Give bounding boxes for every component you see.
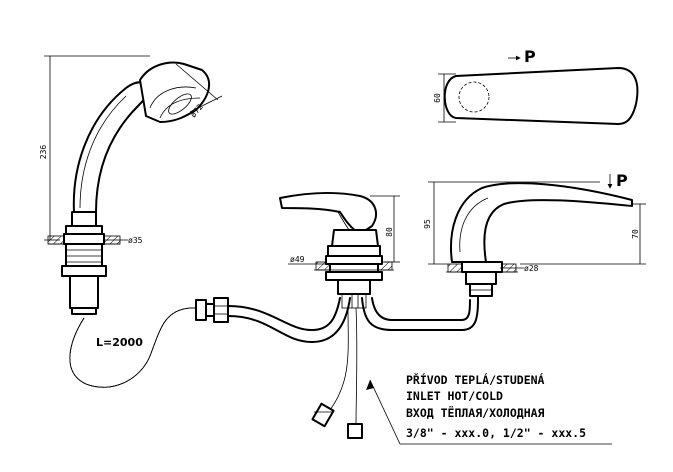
dim-spout-outlet-height: 70 bbox=[631, 229, 640, 239]
dim-spout-height: 95 bbox=[423, 219, 432, 229]
dim-mixer-base: ø49 bbox=[290, 255, 305, 264]
dim-spout-base: ø28 bbox=[524, 264, 539, 273]
hand-shower: 236 ø72 ø35 bbox=[39, 55, 223, 315]
pressure-label-top: P bbox=[524, 47, 536, 66]
inlet-hoses bbox=[311, 307, 612, 445]
dim-hand-shower-base: ø35 bbox=[128, 236, 143, 245]
inlet-note-line-4: 3/8" - xxx.0, 1/2" - xxx.5 bbox=[406, 426, 586, 440]
inlet-note-line-2: INLET HOT/COLD bbox=[406, 389, 503, 403]
pressure-label-side: P bbox=[616, 171, 628, 190]
spout: 95 70 P ø28 bbox=[423, 171, 646, 297]
dim-spout-top-width: 60 bbox=[433, 93, 442, 103]
spout-top-view: 60 P bbox=[433, 47, 639, 125]
mixer: 80 ø49 bbox=[279, 191, 400, 309]
dim-hand-shower-height: 236 bbox=[39, 145, 48, 160]
dim-mixer-height: 80 bbox=[385, 227, 394, 237]
flex-hose: L=2000 bbox=[69, 297, 351, 388]
connection-pipe bbox=[361, 295, 479, 331]
inlet-note-line-1: PŘÍVOD TEPLÁ/STUDENÁ bbox=[406, 372, 545, 387]
inlet-note-line-3: ВХОД ТЁПЛАЯ/ХОЛОДНАЯ bbox=[406, 405, 545, 420]
hose-length-label: L=2000 bbox=[96, 336, 143, 349]
